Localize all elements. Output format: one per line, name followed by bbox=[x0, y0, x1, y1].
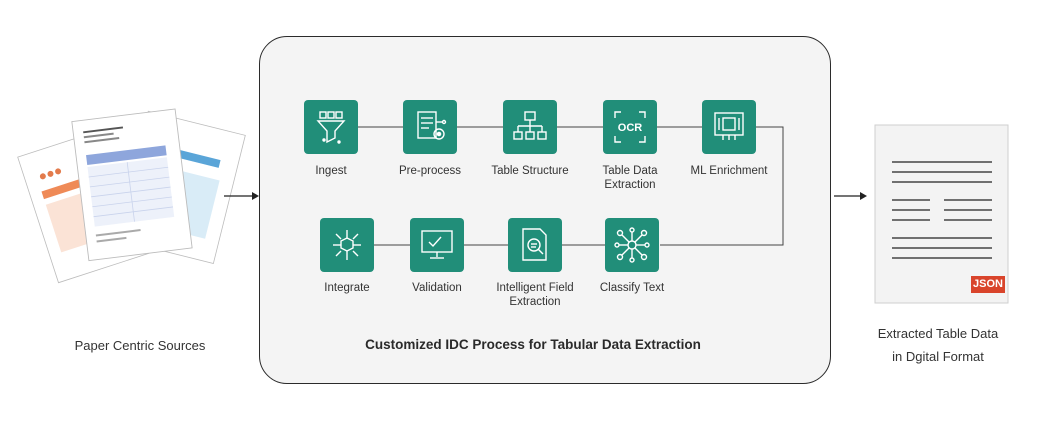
funnel-icon bbox=[304, 100, 358, 154]
cube-network-icon bbox=[320, 218, 374, 272]
ocr-icon: OCR bbox=[603, 100, 657, 154]
step-label-classify-text: Classify Text bbox=[599, 282, 665, 294]
step-label-ingest: Ingest bbox=[315, 165, 347, 177]
step-label-ml-enrichment: ML Enrichment bbox=[690, 165, 768, 177]
process-container bbox=[259, 36, 831, 384]
svg-text:OCR: OCR bbox=[618, 122, 643, 134]
monitor-check-icon bbox=[410, 218, 464, 272]
step-label-validation: Validation bbox=[412, 282, 462, 294]
output-caption-line1: Extracted Table Data bbox=[877, 326, 999, 341]
step-label-table-structure: Table Structure bbox=[491, 165, 569, 177]
output-caption-line2: in Dgital Format bbox=[892, 349, 984, 364]
step-label-intelligent-field-extraction: Intelligent Field Extraction bbox=[496, 282, 574, 308]
step-label-integrate: Integrate bbox=[324, 282, 370, 294]
step-label-table-data-extraction: Table Data Extraction bbox=[602, 165, 658, 191]
document-gear-icon bbox=[403, 100, 457, 154]
sources-caption: Paper Centric Sources bbox=[74, 338, 206, 353]
chip-icon bbox=[702, 100, 756, 154]
step-label-pre-process: Pre-process bbox=[399, 165, 461, 177]
network-icon bbox=[605, 218, 659, 272]
process-title: Customized IDC Process for Tabular Data … bbox=[365, 337, 701, 352]
json-badge: JSON bbox=[973, 278, 1003, 290]
document-search-icon bbox=[508, 218, 562, 272]
hierarchy-icon bbox=[503, 100, 557, 154]
